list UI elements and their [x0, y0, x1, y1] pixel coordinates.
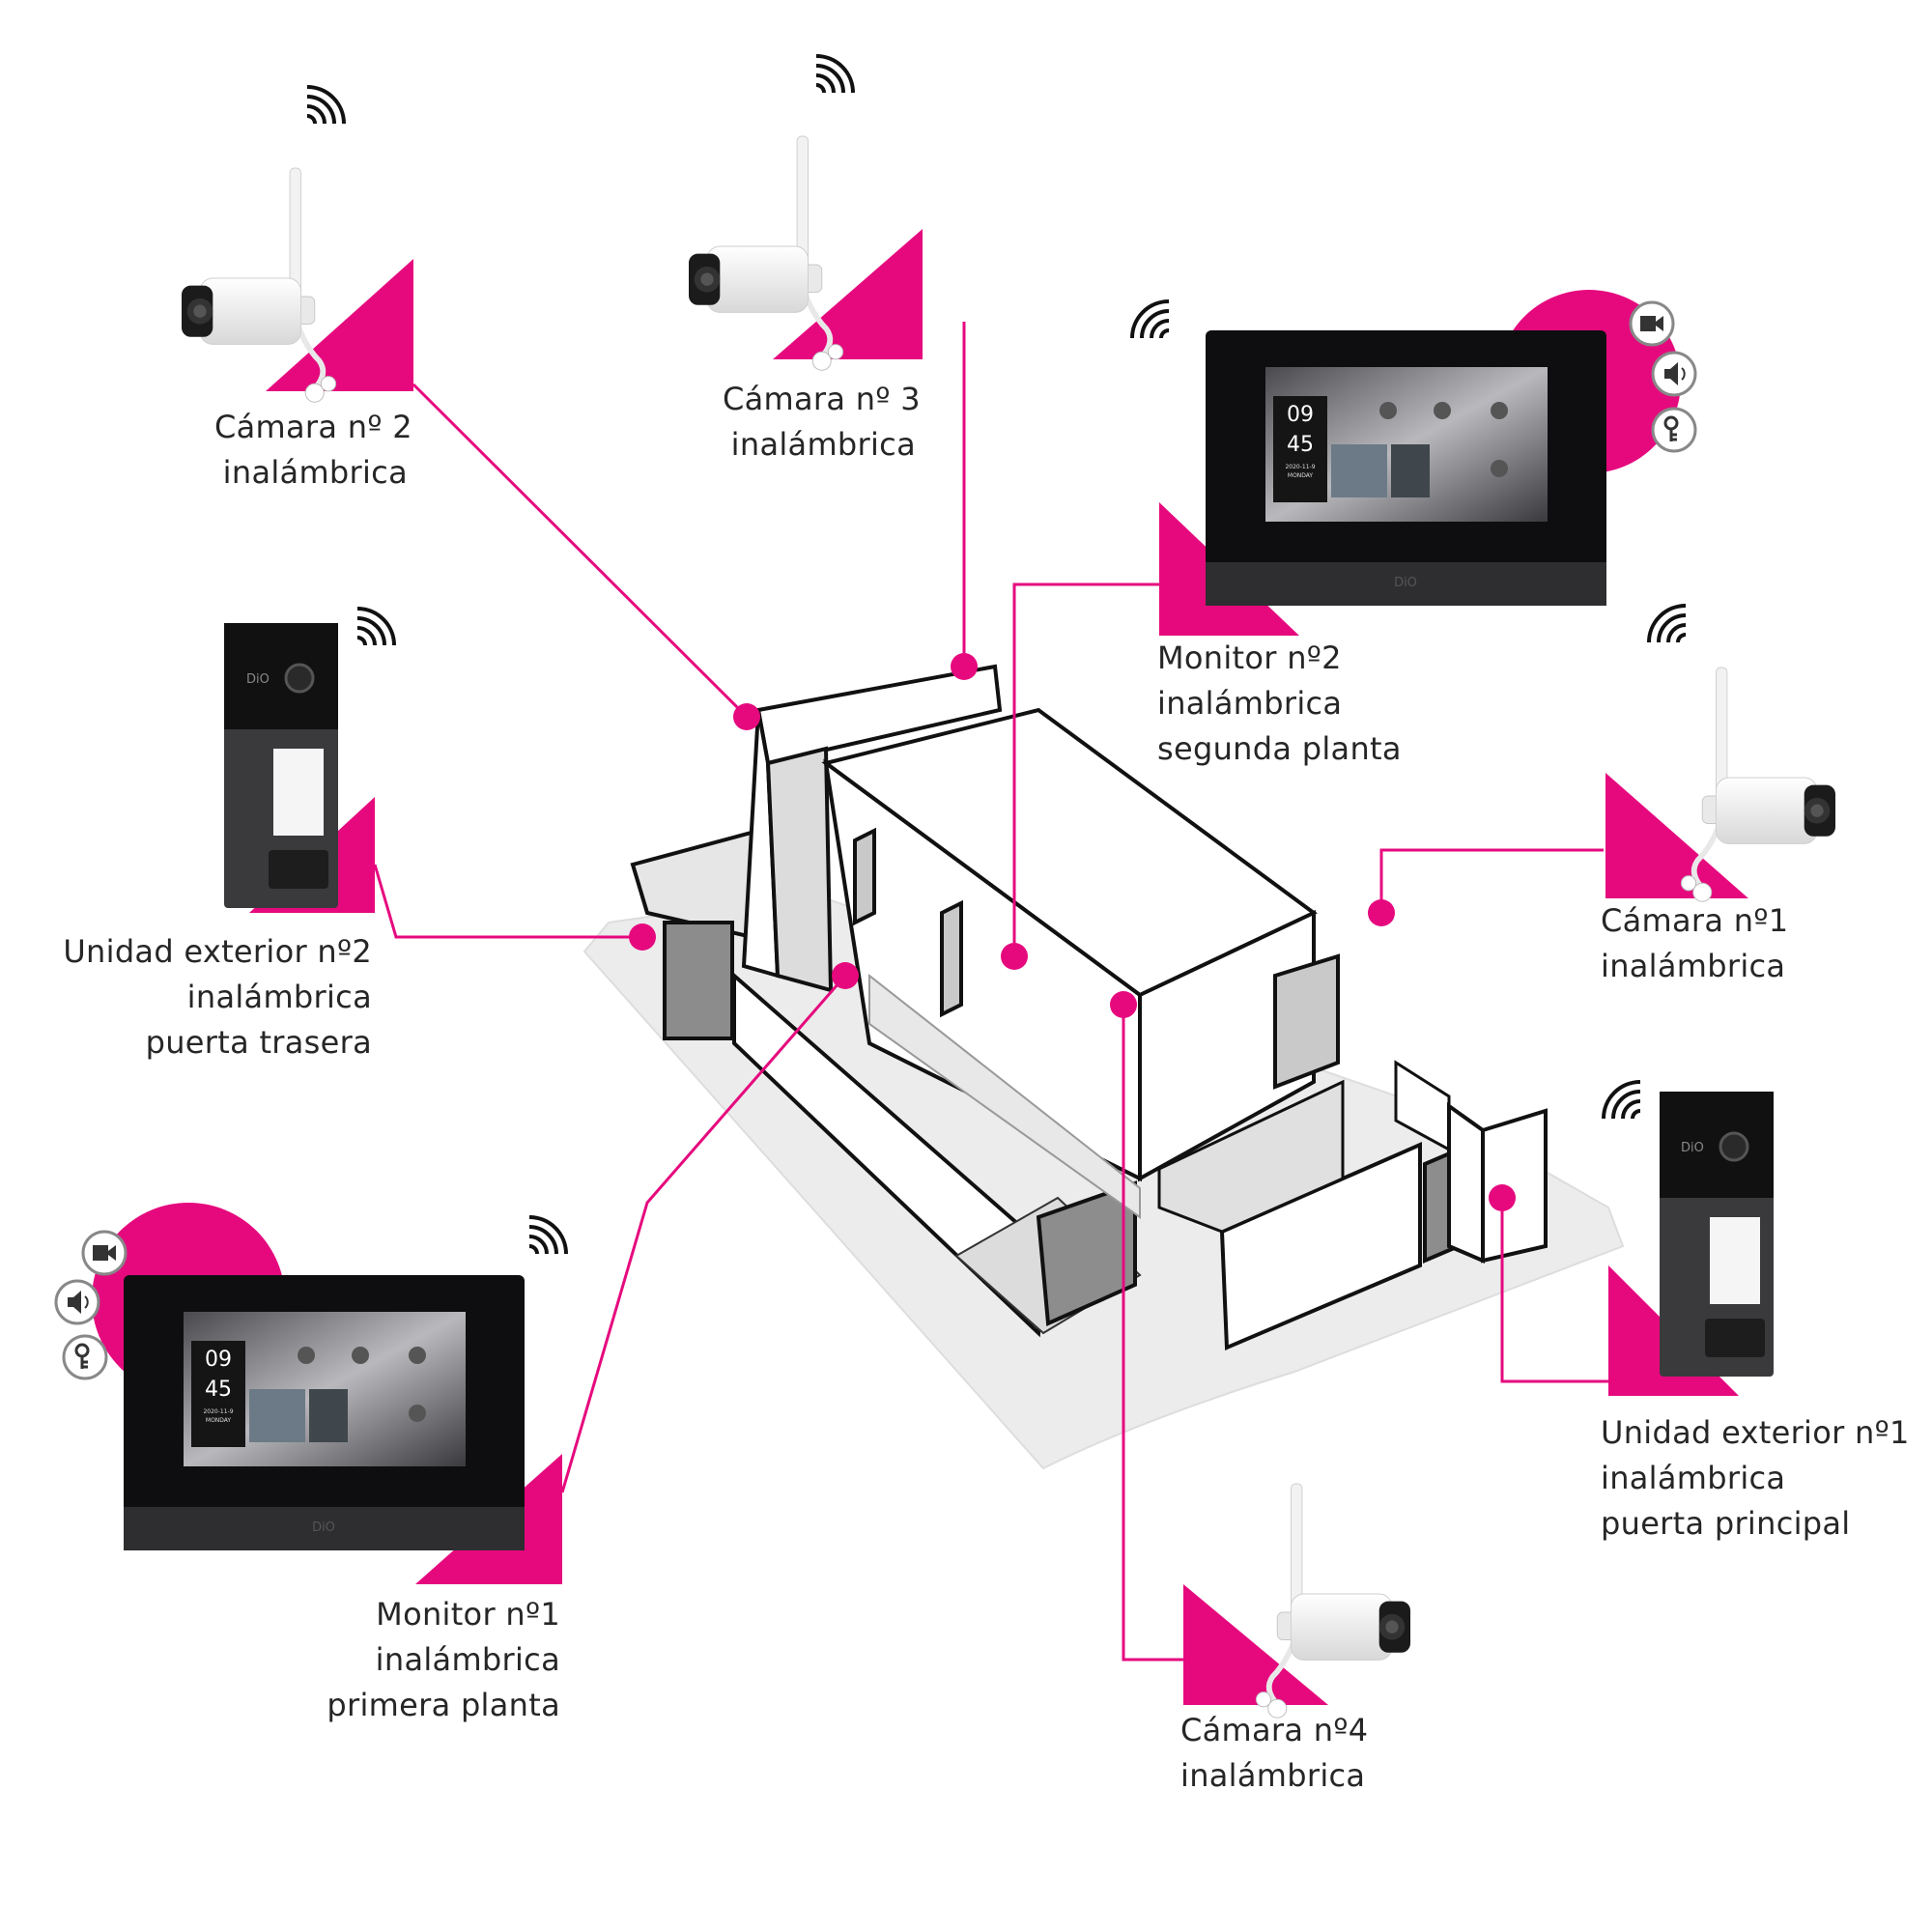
label-line: inalámbrica — [1157, 685, 1343, 722]
monitor-brand-logo: DiO — [1394, 576, 1417, 590]
video-camera-icon — [1629, 300, 1675, 347]
label-line: segunda planta — [1157, 730, 1402, 767]
label-line: inalámbrica — [730, 426, 916, 463]
house-illustration — [582, 664, 1625, 1470]
key-icon — [62, 1334, 108, 1380]
monitor-menu-icon — [298, 1347, 315, 1364]
monitor-clock-hour: 09 — [1287, 403, 1314, 427]
video-camera-icon — [81, 1230, 128, 1276]
monitor-clock-minute: 45 — [1287, 433, 1314, 457]
label-line: puerta trasera — [145, 1024, 372, 1061]
monitor-menu-icon — [352, 1347, 369, 1364]
speaker-icon — [54, 1279, 100, 1325]
label-camera-3: Cámara nº 3 inalámbrica — [723, 377, 921, 468]
label-line: inalámbrica — [1601, 1460, 1786, 1496]
monitor-menu-icon — [1491, 460, 1508, 477]
monitor-menu-icon — [1491, 402, 1508, 419]
label-line: inalámbrica — [186, 979, 372, 1015]
key-icon — [1651, 407, 1697, 453]
label-outdoor-unit-1: Unidad exterior nº1 inalámbrica puerta p… — [1601, 1410, 1910, 1547]
label-line: Cámara nº1 — [1601, 902, 1789, 939]
label-line: inalámbrica — [1601, 948, 1786, 984]
monitor-clock-hour: 09 — [205, 1348, 232, 1372]
label-line: inalámbrica — [375, 1641, 560, 1678]
label-camera-2: Cámara nº 2 inalámbrica — [214, 405, 412, 496]
camera-4-device — [1183, 1484, 1410, 1718]
monitor-clock-minute: 45 — [205, 1378, 232, 1402]
wifi-icon — [527, 1215, 568, 1256]
label-line: Monitor nº2 — [1157, 639, 1342, 676]
wifi-icon — [355, 607, 396, 647]
monitor-menu-icon — [409, 1405, 426, 1422]
speaker-icon — [1651, 351, 1697, 397]
doorbell-camera-lens-icon — [284, 663, 315, 694]
doorbell-camera-lens-icon — [1719, 1131, 1749, 1162]
wifi-icon — [1130, 299, 1171, 340]
label-camera-4: Cámara nº4 inalámbrica — [1180, 1708, 1368, 1799]
monitor-weekday: MONDAY — [206, 1417, 232, 1424]
camera-3-device — [689, 54, 923, 370]
label-line: primera planta — [327, 1687, 560, 1723]
connector-dots — [629, 653, 1516, 1211]
outdoor-unit-1-device: DiO — [1602, 1080, 1774, 1396]
label-line: Monitor nº1 — [376, 1596, 560, 1633]
label-line: Cámara nº 3 — [723, 381, 921, 417]
monitor-menu-icon — [1379, 402, 1397, 419]
label-camera-1: Cámara nº1 inalámbrica — [1601, 898, 1788, 989]
wifi-icon — [814, 54, 855, 95]
label-line: inalámbrica — [222, 454, 408, 491]
camera-1-device — [1605, 604, 1835, 901]
outdoor-unit-brand-logo: DiO — [246, 672, 270, 687]
connector-lines — [373, 322, 1652, 1662]
wifi-icon — [1602, 1080, 1642, 1121]
outdoor-unit-brand-logo: DiO — [1681, 1141, 1704, 1155]
monitor-date: 2020-11-9 — [203, 1408, 233, 1415]
label-line: Cámara nº 2 — [214, 409, 412, 445]
label-line: Unidad exterior nº2 — [63, 933, 372, 970]
wifi-icon — [1647, 604, 1688, 644]
monitor-menu-icon — [1434, 402, 1451, 419]
label-line: Unidad exterior nº1 — [1601, 1414, 1910, 1451]
label-monitor-1: Monitor nº1 inalámbrica primera planta — [290, 1592, 560, 1728]
camera-2-device — [182, 85, 413, 402]
label-outdoor-unit-2: Unidad exterior nº2 inalámbrica puerta t… — [58, 929, 372, 1065]
monitor-menu-icon — [409, 1347, 426, 1364]
monitor-1-device: DiO 09 45 2020-11-9 MONDAY — [54, 1203, 568, 1584]
label-line: inalámbrica — [1180, 1757, 1366, 1794]
wifi-icon — [305, 85, 346, 126]
monitor-brand-logo: DiO — [312, 1520, 335, 1535]
monitor-weekday: MONDAY — [1288, 472, 1314, 479]
monitor-2-device: DiO 09 45 2020-11-9 MONDAY — [1130, 290, 1697, 636]
label-monitor-2: Monitor nº2 inalámbrica segunda planta — [1157, 636, 1402, 772]
monitor-date: 2020-11-9 — [1285, 464, 1315, 470]
label-line: Cámara nº4 — [1180, 1712, 1369, 1748]
outdoor-unit-2-device: DiO — [224, 607, 396, 913]
label-line: puerta principal — [1601, 1505, 1851, 1542]
